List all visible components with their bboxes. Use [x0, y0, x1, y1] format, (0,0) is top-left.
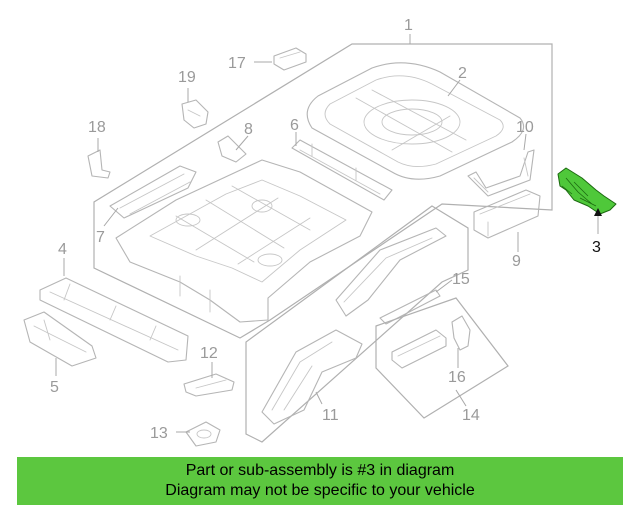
callout-11: 11: [322, 407, 339, 424]
callout-18: 18: [88, 119, 106, 136]
part-4-front-cross-member: [39, 277, 189, 363]
part-11-side-member: [261, 227, 447, 425]
part-14-frame: [375, 297, 509, 419]
part-6-cross-member: [291, 139, 393, 201]
front-floor-pan: [115, 159, 373, 323]
part-15-rail: [379, 289, 441, 325]
callout-15: 15: [452, 271, 470, 288]
part-17-plate: [273, 47, 307, 71]
part-1-frame: [93, 43, 553, 339]
callout-1: 1: [404, 17, 413, 34]
part-9-rear-panel: [473, 189, 541, 239]
part-7-side-member: [109, 165, 197, 219]
callout-5: 5: [50, 379, 59, 396]
part-18-bracket: [87, 149, 111, 179]
part-13-grommet: [185, 421, 221, 447]
callout-2: 2: [458, 65, 467, 82]
part-16-patch: [451, 315, 471, 351]
part-12-bracket: [183, 373, 235, 397]
banner-line-1: Part or sub-assembly is #3 in diagram: [185, 462, 455, 479]
banner-line-2: Diagram may not be specific to your vehi…: [165, 482, 475, 499]
part-3-highlighted[interactable]: [557, 167, 617, 215]
callout-17: 17: [228, 55, 246, 72]
part-14-reinforcement: [391, 329, 447, 369]
part-10-rear-bracket: [467, 149, 535, 197]
callout-13: 13: [150, 425, 168, 442]
callout-19: 19: [178, 69, 196, 86]
part-5-bracket: [23, 311, 97, 367]
part-11-frame: [245, 205, 469, 443]
callout-3[interactable]: 3: [592, 239, 601, 256]
callout-6: 6: [290, 117, 299, 134]
info-banner: Part or sub-assembly is #3 in diagram Di…: [17, 457, 623, 505]
callout-12: 12: [200, 345, 218, 362]
callout-16: 16: [448, 369, 466, 386]
leader-lines: [55, 34, 602, 433]
part-2-spare-wheel-well: [306, 62, 525, 180]
part-19-mount: [181, 99, 209, 129]
callout-7: 7: [96, 229, 105, 246]
callout-4: 4: [58, 241, 67, 258]
callout-14: 14: [462, 407, 480, 424]
floor-pan-exploded-diagram: 1 2 3 4 5 6 7 8 9 10 11 12 13 14 15 16 1…: [23, 17, 617, 447]
part-8-small-bracket: [217, 135, 247, 163]
callout-10: 10: [516, 119, 534, 136]
callout-9: 9: [512, 253, 521, 270]
callout-8: 8: [244, 121, 253, 138]
